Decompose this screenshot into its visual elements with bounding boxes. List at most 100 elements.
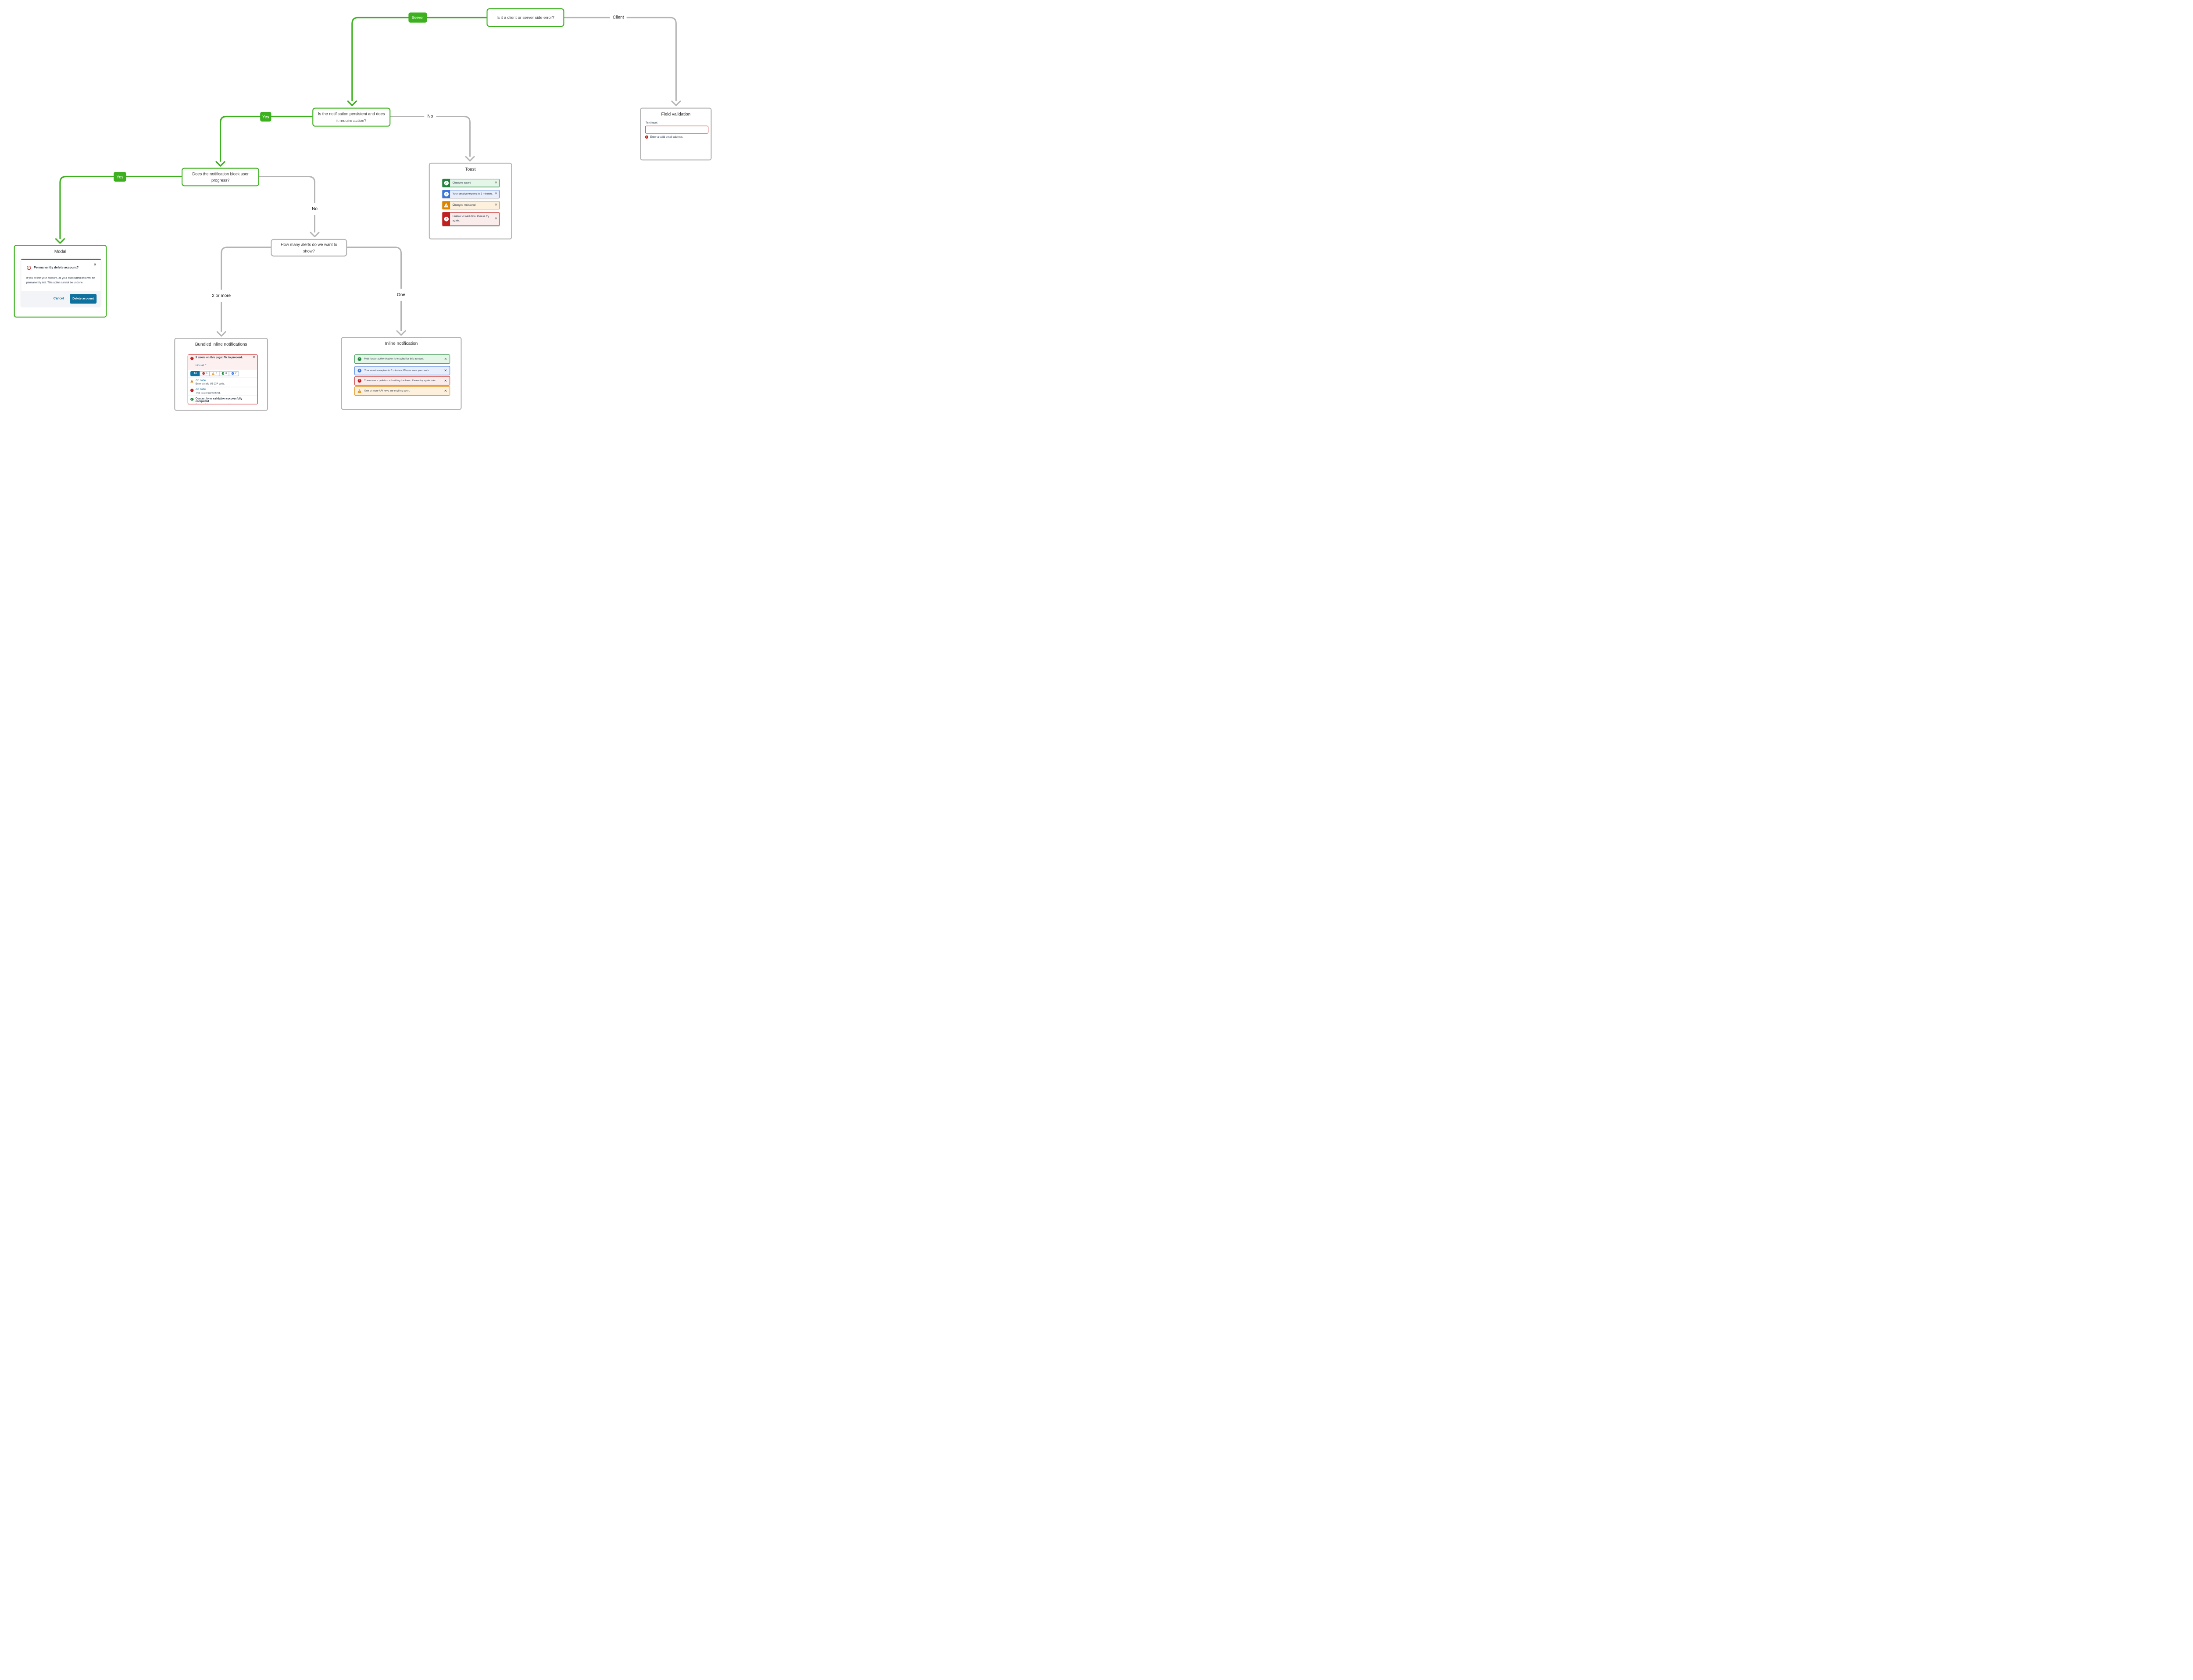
warning-icon: !: [357, 389, 361, 393]
close-icon[interactable]: ✕: [444, 357, 447, 361]
toast-message: Changes saved: [452, 181, 471, 184]
tab-all[interactable]: All: [190, 371, 200, 376]
edge-label-client: Client: [611, 15, 625, 20]
tab-warnings[interactable]: ! 2: [209, 371, 220, 376]
bundled-row-description: This is a required field.: [195, 391, 221, 395]
hide-all-link[interactable]: Hide all ⌃: [195, 364, 207, 367]
close-icon[interactable]: ✕: [494, 217, 497, 221]
edge-yes-persistent-line: [215, 115, 313, 167]
close-icon[interactable]: ✕: [444, 379, 447, 382]
modal-heading-row: ! Permanently delete account?: [27, 265, 79, 270]
edge-label-no-persistent: No: [426, 114, 435, 119]
flow-connectors: [55, 17, 681, 337]
caret-up-icon: ⌃: [204, 364, 207, 367]
toast-info: i Your session expires in 5 minutes. ✕: [442, 190, 500, 198]
error-icon: !: [202, 372, 205, 375]
warning-icon: !: [443, 203, 449, 207]
bundled-header: ! 3 errors on this page: Fix to proceed.…: [188, 355, 257, 370]
toast-error: ! Unable to load data. Please try again.…: [442, 212, 500, 226]
bundled-notifications-card: Bundled inline notifications ! 3 errors …: [174, 338, 268, 411]
toast-success: ✓ Changes saved ✕: [442, 179, 500, 187]
tab-infos[interactable]: i 2: [229, 371, 239, 376]
edge-label-yes-persistent: Yes: [260, 111, 271, 122]
toast-accent-bar: i: [442, 190, 450, 198]
edge-label-server: Server: [408, 12, 427, 23]
inline-warning: ! One or more API keys are expiring soon…: [354, 386, 450, 396]
question-how-many: How many alerts do we want to show?: [271, 239, 347, 257]
modal-body-text: If you delete your account, all your ass…: [26, 277, 95, 284]
close-icon[interactable]: ✕: [494, 192, 497, 196]
question-persistent: Is the notification persistent and does …: [312, 107, 391, 127]
edge-no-persistent-line: [390, 116, 475, 162]
field-error-row: ! Enter a valid email address.: [645, 135, 683, 139]
edge-two-or-more-line: [216, 247, 271, 337]
edge-client-line: [564, 17, 681, 106]
warning-icon: !: [212, 372, 214, 375]
success-icon: ✓: [357, 357, 361, 361]
edge-label-two-or-more: 2 or more: [211, 293, 232, 299]
inline-message: One or more API keys are expiring soon.: [364, 390, 410, 393]
toast-accent-bar: !: [442, 201, 450, 210]
bundled-alert-title: 3 errors on this page: Fix to proceed.: [195, 356, 243, 359]
tab-successes[interactable]: ✓ 3: [219, 371, 229, 376]
close-icon[interactable]: ✕: [494, 203, 497, 207]
toast-message: Unable to load data. Please try again.: [452, 215, 489, 222]
info-icon: i: [357, 368, 361, 373]
edge-one-line: [346, 247, 406, 336]
edge-label-no-blocking: No: [310, 206, 319, 212]
modal-heading: Permanently delete account?: [33, 266, 79, 270]
close-icon[interactable]: ✕: [444, 369, 447, 372]
inline-message: Your session expires in 5 minutes. Pleas…: [364, 369, 430, 372]
close-icon[interactable]: ✕: [494, 181, 497, 185]
toast-message: Your session expires in 5 minutes.: [452, 192, 493, 196]
close-icon[interactable]: ✕: [444, 389, 447, 393]
info-icon: i: [231, 372, 234, 375]
field-error-message: Enter a valid email address.: [650, 136, 683, 139]
decision-tree-canvas: Is it a client or server side error? Is …: [0, 0, 725, 420]
modal-dialog: ✕ ! Permanently delete account? If you d…: [21, 259, 101, 307]
success-icon: ✓: [221, 372, 225, 375]
info-icon: i: [443, 192, 449, 197]
bundled-row: ! Zip code Enter a valid US ZIP code.: [188, 377, 257, 387]
inline-success: ✓ Multi-factor authentication is enabled…: [354, 354, 450, 364]
error-icon: !: [645, 135, 649, 139]
edge-label-yes-blocking: Yes: [114, 172, 126, 182]
inline-message: Multi-factor authentication is enabled f…: [364, 357, 425, 361]
bundled-row-title-link[interactable]: Zip code: [195, 388, 206, 391]
delete-account-button[interactable]: Delete account: [70, 294, 97, 304]
tab-errors[interactable]: ! 3: [200, 371, 210, 376]
bundled-row: ✓ Contact form validation successfully c…: [188, 395, 257, 404]
field-validation-card: Field validation Text input ! Enter a va…: [640, 107, 712, 161]
close-icon[interactable]: ✕: [252, 356, 255, 359]
bundled-row-description: Enter a valid US ZIP code.: [195, 382, 225, 386]
inline-notification-card: Inline notification ✓ Multi-factor authe…: [341, 337, 462, 410]
bundled-filter-tabs: All ! 3 ! 2 ✓ 3 i 2: [188, 369, 257, 377]
error-icon: !: [443, 217, 449, 222]
success-icon: ✓: [443, 180, 449, 186]
edge-no-blocking-line: [259, 176, 320, 237]
modal-footer: Cancel Delete account: [21, 291, 101, 307]
modal-title: Modal: [54, 249, 67, 254]
error-icon: !: [357, 379, 361, 383]
bundled-row-title-link[interactable]: Zip code: [195, 379, 206, 382]
warning-icon: !: [190, 379, 193, 383]
edge-label-one: One: [395, 292, 407, 297]
success-icon: ✓: [190, 397, 193, 401]
text-input-field[interactable]: [645, 125, 709, 134]
toast-title: Toast: [465, 167, 476, 172]
bundled-row: ! Zip code This is a required field.: [188, 386, 257, 396]
modal-card: Modal ✕ ! Permanently delete account? If…: [14, 245, 107, 318]
inline-title: Inline notification: [385, 341, 418, 347]
toast-accent-bar: !: [442, 212, 450, 226]
toast-message: Changes not saved: [452, 204, 476, 207]
cancel-button[interactable]: Cancel: [53, 297, 64, 300]
bundled-panel: ! 3 errors on this page: Fix to proceed.…: [187, 354, 258, 404]
question-blocking: Does the notification block user progres…: [182, 168, 260, 186]
field-validation-title: Field validation: [661, 111, 691, 117]
close-icon[interactable]: ✕: [93, 262, 97, 267]
inline-message: There was a problem submitting the form.…: [364, 379, 436, 382]
inline-info: i Your session expires in 5 minutes. Ple…: [354, 366, 450, 375]
edge-server-line: [347, 17, 487, 106]
error-icon: !: [190, 389, 193, 392]
question-error-side: Is it a client or server side error?: [486, 8, 564, 27]
